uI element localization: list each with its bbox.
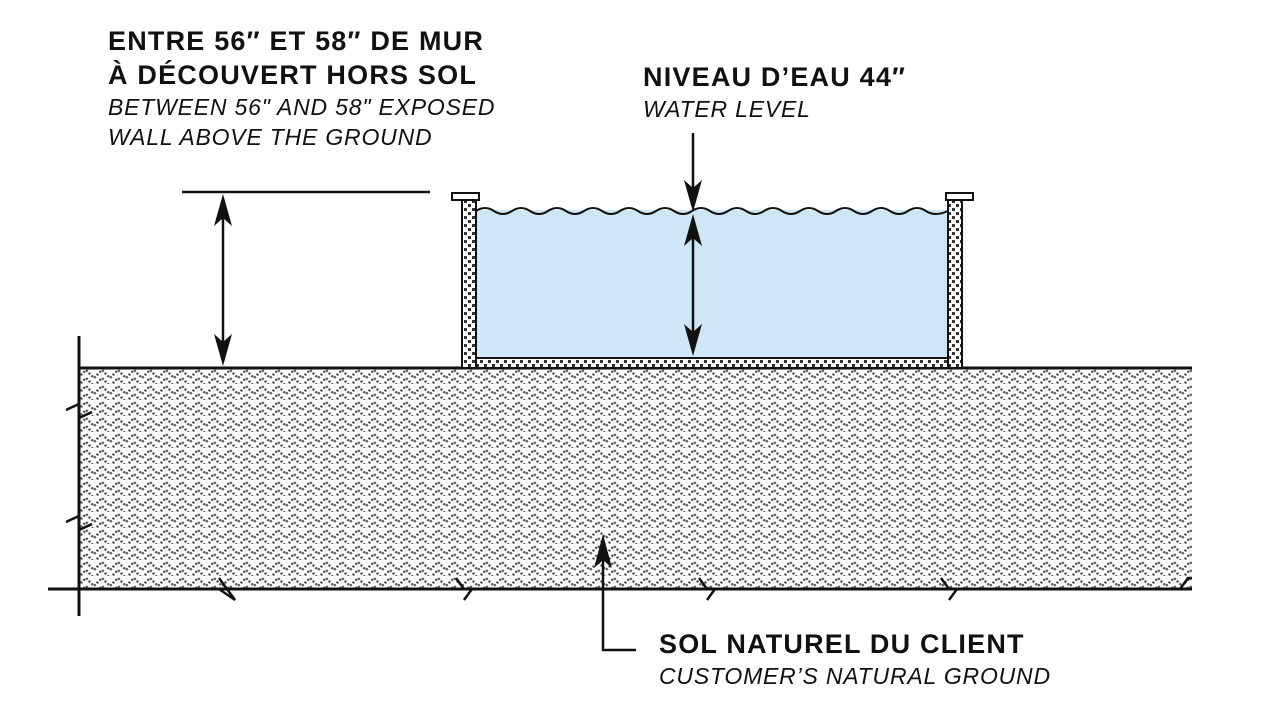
break-mark-bottom-1 (214, 577, 237, 602)
ground-leader-line (601, 558, 636, 652)
wall-height-label: ENTRE 56″ ET 58″ DE MUR À DÉCOUVERT HORS… (108, 24, 495, 152)
pool-wall-left (461, 199, 477, 369)
break-mark-bottom-2 (454, 577, 475, 601)
ground-hatch-area (79, 368, 1192, 589)
ground-label: SOL NATUREL DU CLIENT CUSTOMER’S NATURAL… (659, 627, 1051, 691)
break-mark-left-lower (65, 514, 93, 532)
water-label-fr: NIVEAU D’EAU 44″ (643, 62, 907, 92)
break-mark-bottom-3 (697, 577, 718, 601)
top-rail-right (945, 192, 974, 201)
top-rail-left (451, 192, 480, 201)
water-level-dimension (684, 133, 702, 356)
arrowhead-down-icon (214, 334, 232, 366)
ground (48, 336, 1192, 616)
ground-label-fr: SOL NATUREL DU CLIENT (659, 629, 1025, 659)
wall-label-en-line1: BETWEEN 56" AND 58" EXPOSED (108, 94, 496, 120)
arrowhead-down-icon (684, 180, 702, 212)
pool (451, 192, 974, 369)
water-level-label: NIVEAU D’EAU 44″ WATER LEVEL (643, 60, 906, 124)
ground-leader (594, 534, 636, 652)
arrowhead-up-icon (594, 534, 612, 568)
ground-label-en: CUSTOMER’S NATURAL GROUND (659, 663, 1051, 689)
break-mark-left-upper (65, 402, 93, 420)
wall-label-fr-line1: ENTRE 56″ ET 58″ DE MUR (108, 26, 485, 56)
break-mark-bottom-5 (1178, 576, 1192, 590)
wall-label-en-line2: WALL ABOVE THE GROUND (108, 124, 433, 150)
arrowhead-down-icon (684, 324, 702, 356)
break-mark-bottom-4 (939, 577, 960, 601)
wall-label-fr-line2: À DÉCOUVERT HORS SOL (108, 60, 478, 90)
water-area (476, 210, 948, 358)
wall-height-dimension (182, 190, 430, 366)
arrowhead-up-icon (214, 194, 232, 226)
water-label-en: WATER LEVEL (643, 96, 811, 122)
pool-wall-right (947, 199, 963, 369)
water-surface-wave (475, 207, 949, 215)
pool-floor (475, 357, 949, 369)
arrowhead-up-icon (684, 214, 702, 246)
